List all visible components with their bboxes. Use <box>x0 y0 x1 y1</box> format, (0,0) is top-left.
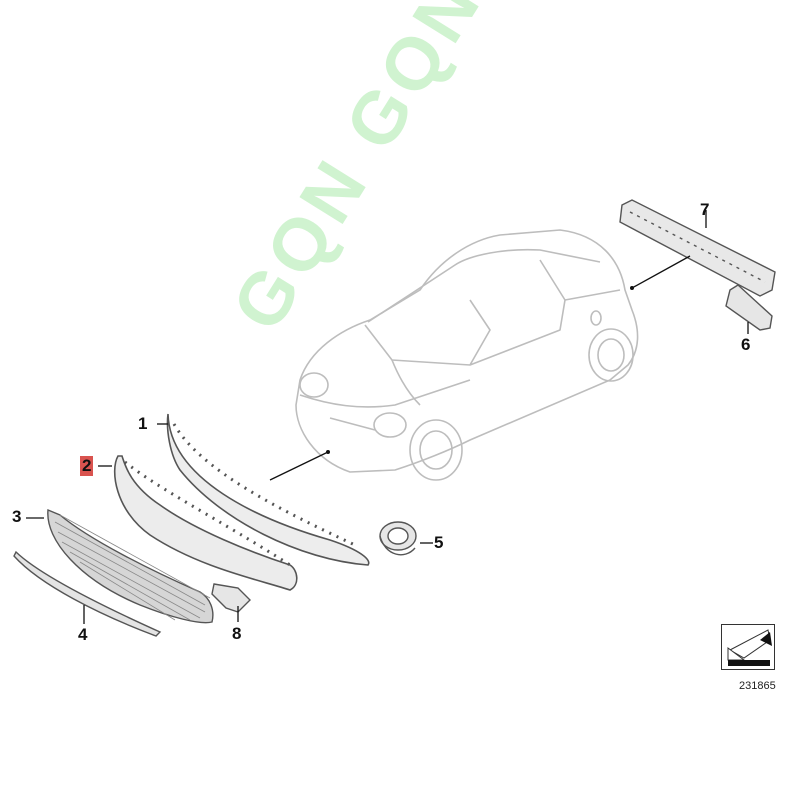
catalog-arrow-icon <box>727 629 772 666</box>
callout-5: 5 <box>434 533 444 552</box>
part-5-trim-ring <box>379 521 417 556</box>
car-outline <box>295 229 639 481</box>
callout-4: 4 <box>78 625 88 644</box>
part-1-grille-frame <box>166 413 370 566</box>
callout-1: 1 <box>138 414 148 433</box>
catalog-number: 231865 <box>739 680 776 692</box>
part-6-small-trim <box>725 284 773 331</box>
callout-2: 2 <box>80 456 94 476</box>
callout-7: 7 <box>700 200 710 219</box>
callout-3: 3 <box>12 507 22 526</box>
callout-8: 8 <box>232 624 242 643</box>
leader-dots <box>326 286 634 454</box>
part-4-lower-strip <box>13 550 162 637</box>
leader-lines <box>26 210 749 624</box>
part-8-bracket <box>211 583 251 613</box>
part-3-mesh-grille <box>47 508 214 624</box>
callout-6: 6 <box>741 335 751 354</box>
part-2-grille-surround <box>113 455 298 591</box>
part-7-rear-trim <box>619 199 776 297</box>
